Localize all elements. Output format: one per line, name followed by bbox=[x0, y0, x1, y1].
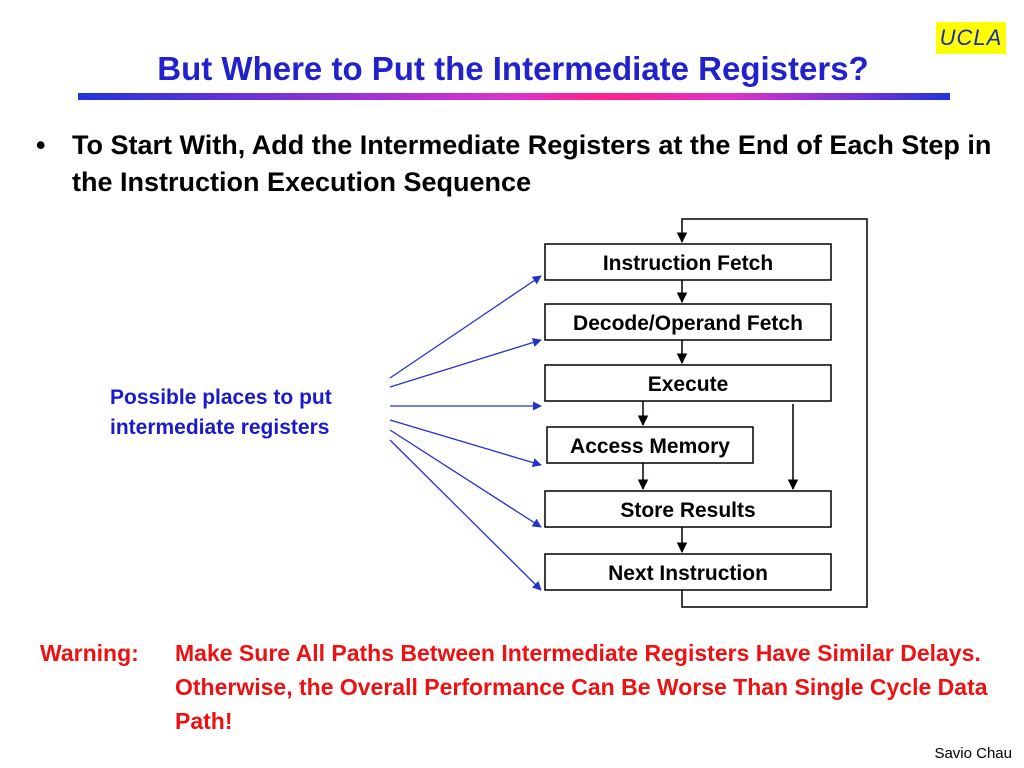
step-label: Decode/Operand Fetch bbox=[573, 312, 803, 335]
step-next-instruction: Next Instruction bbox=[544, 553, 832, 591]
pointer-arrow bbox=[389, 439, 542, 591]
bullet-text: To Start With, Add the Intermediate Regi… bbox=[72, 130, 992, 197]
step-access-memory: Access Memory bbox=[546, 426, 754, 464]
warning-message: Make Sure All Paths Between Intermediate… bbox=[175, 640, 988, 734]
step-decode-operand-fetch: Decode/Operand Fetch bbox=[544, 303, 832, 341]
step-label: Store Results bbox=[620, 499, 755, 522]
pointer-arrow bbox=[389, 338, 542, 388]
pointer-arrow bbox=[389, 275, 542, 379]
slide-title: But Where to Put the Intermediate Regist… bbox=[157, 50, 869, 87]
step-label: Next Instruction bbox=[608, 562, 768, 585]
loop-back-arrow bbox=[676, 218, 868, 608]
logo-text: UCLA bbox=[939, 25, 1003, 50]
author-footer: Savio Chau bbox=[934, 745, 1012, 762]
step-store-results: Store Results bbox=[544, 490, 832, 528]
annotation-line-1: Possible places to put bbox=[110, 386, 332, 409]
bullet-marker: • bbox=[36, 130, 46, 160]
pointer-arrow bbox=[389, 419, 542, 468]
bullet-point: • To Start With, Add the Intermediate Re… bbox=[36, 127, 996, 201]
step-label: Execute bbox=[648, 373, 729, 396]
step-label: Instruction Fetch bbox=[603, 252, 773, 275]
pointer-arrow bbox=[389, 429, 542, 528]
annotation-line-2: intermediate registers bbox=[110, 416, 329, 439]
warning-label: Warning: bbox=[40, 640, 139, 666]
step-label: Access Memory bbox=[570, 435, 730, 458]
step-execute: Execute bbox=[544, 364, 832, 402]
ucla-logo: UCLA bbox=[936, 22, 1006, 54]
title-underline bbox=[78, 93, 950, 100]
step-instruction-fetch: Instruction Fetch bbox=[544, 243, 832, 281]
